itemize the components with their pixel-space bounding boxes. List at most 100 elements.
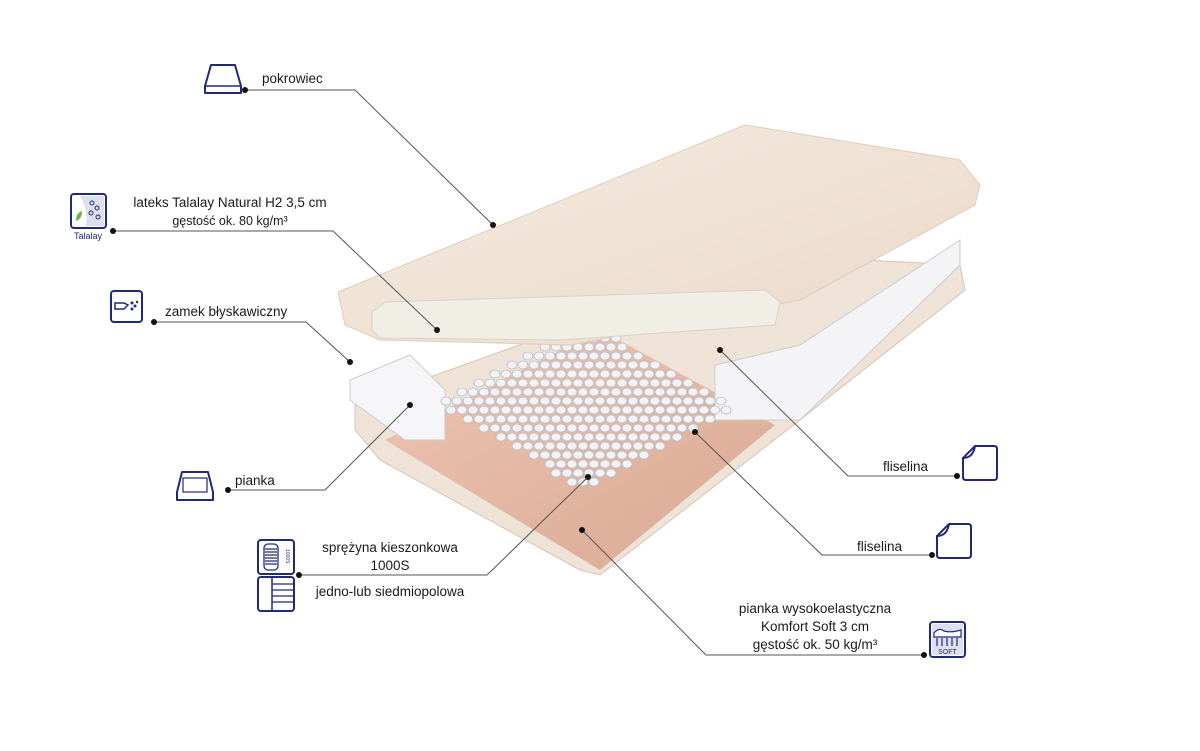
spring-pocket xyxy=(588,477,600,487)
spring-pocket xyxy=(627,378,639,388)
spring-pocket xyxy=(704,414,716,424)
spring-pocket xyxy=(577,387,589,397)
spring-pocket xyxy=(522,423,534,433)
label-fleece-2: fliselina xyxy=(857,539,903,554)
spring-pocket xyxy=(566,351,578,361)
spring-pocket xyxy=(627,432,639,442)
spring-pocket xyxy=(594,360,606,370)
spring-pocket xyxy=(544,387,556,397)
spring-pocket xyxy=(484,414,496,424)
spring-pocket xyxy=(649,396,661,406)
spring-pocket xyxy=(522,369,534,379)
fleece-icon-2 xyxy=(936,523,972,559)
label-hr-foam-line3: gęstość ok. 50 kg/m³ xyxy=(752,637,878,652)
spring-pocket xyxy=(682,378,694,388)
spring-pocket xyxy=(462,414,474,424)
spring-pocket xyxy=(566,405,578,415)
spring-pocket xyxy=(660,378,672,388)
spring-pocket xyxy=(594,450,606,460)
spring-pocket xyxy=(588,459,600,469)
spring-pocket xyxy=(489,405,501,415)
label-zipper: zamek błyskawiczny xyxy=(165,304,288,319)
spring-pocket xyxy=(671,378,683,388)
spring-pocket xyxy=(561,414,573,424)
foam-icon xyxy=(176,471,214,501)
spring-pocket xyxy=(588,405,600,415)
spring-pocket xyxy=(665,423,677,433)
spring-pocket xyxy=(533,387,545,397)
spring-pocket xyxy=(555,351,567,361)
spring-pocket xyxy=(621,387,633,397)
spring-pocket xyxy=(484,396,496,406)
spring-pocket xyxy=(649,432,661,442)
spring-icon-text: 1000S xyxy=(284,549,290,564)
spring-pocket xyxy=(621,351,633,361)
spring-pocket xyxy=(544,441,556,451)
spring-pocket xyxy=(698,405,710,415)
spring-pocket xyxy=(693,414,705,424)
spring-pocket xyxy=(616,342,628,352)
spring-pocket xyxy=(610,387,622,397)
cover-icon xyxy=(204,64,242,94)
spring-pocket xyxy=(517,360,529,370)
spring-pocket xyxy=(638,450,650,460)
fleece-icon-1 xyxy=(962,445,998,481)
spring-pocket xyxy=(572,468,584,478)
spring-pocket xyxy=(610,459,622,469)
zipper-icon xyxy=(110,290,143,323)
spring-pocket xyxy=(704,396,716,406)
spring-pocket xyxy=(605,414,617,424)
spring-pocket xyxy=(566,459,578,469)
spring-pocket xyxy=(654,423,666,433)
spring-pocket xyxy=(676,405,688,415)
spring-pocket xyxy=(506,396,518,406)
spring-pocket xyxy=(577,405,589,415)
spring-pocket xyxy=(561,468,573,478)
spring-pocket xyxy=(610,423,622,433)
spring-pocket xyxy=(632,441,644,451)
spring-pocket xyxy=(616,396,628,406)
spring-pocket xyxy=(687,405,699,415)
spring-pocket xyxy=(676,387,688,397)
spring-pocket xyxy=(572,450,584,460)
spring-pocket xyxy=(500,369,512,379)
spring-pocket xyxy=(632,423,644,433)
spring-pocket xyxy=(555,369,567,379)
spring-pocket xyxy=(478,387,490,397)
spring-pocket xyxy=(550,414,562,424)
latex-layer xyxy=(371,289,781,341)
spring-pocket xyxy=(539,432,551,442)
spring-pocket xyxy=(577,423,589,433)
spring-pocket xyxy=(528,396,540,406)
spring-pocket xyxy=(588,441,600,451)
spring-pocket xyxy=(621,459,633,469)
spring-pocket xyxy=(561,378,573,388)
spring-pocket xyxy=(550,468,562,478)
spring-pocket xyxy=(500,387,512,397)
spring-pocket xyxy=(467,387,479,397)
spring-pocket xyxy=(671,414,683,424)
spring-pocket xyxy=(517,396,529,406)
spring-pocket xyxy=(583,414,595,424)
spring-pocket xyxy=(445,405,457,415)
spring-pocket xyxy=(627,450,639,460)
spring-pocket xyxy=(660,396,672,406)
spring-pocket xyxy=(610,351,622,361)
spring-pocket xyxy=(539,414,551,424)
spring-pocket xyxy=(478,423,490,433)
spring-pocket xyxy=(517,414,529,424)
spring-pocket xyxy=(539,378,551,388)
spring-pocket xyxy=(566,423,578,433)
spring-pocket xyxy=(654,387,666,397)
spring-pocket xyxy=(550,450,562,460)
spring-pocket xyxy=(621,369,633,379)
label-hr-foam-line2: Komfort Soft 3 cm xyxy=(760,619,870,634)
spring-pocket xyxy=(682,396,694,406)
spring-pocket xyxy=(720,405,732,415)
spring-pocket xyxy=(511,387,523,397)
spring-pocket xyxy=(649,378,661,388)
spring-pocket xyxy=(588,423,600,433)
spring-pocket xyxy=(610,441,622,451)
spring-pocket xyxy=(588,387,600,397)
spring-pocket xyxy=(572,360,584,370)
